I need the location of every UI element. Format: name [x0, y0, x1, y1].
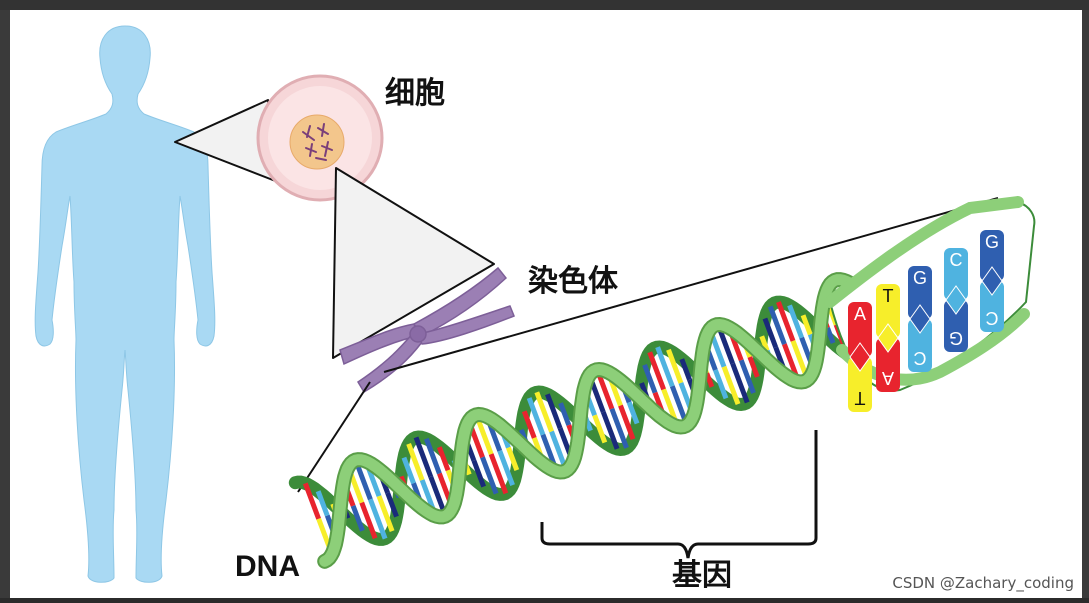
base-pair-half	[368, 498, 388, 540]
base-pair-half	[618, 404, 636, 440]
human-body-figure	[34, 25, 216, 583]
chromosome-illustration	[339, 266, 515, 394]
chevron-right-icon[interactable]: ›	[1028, 257, 1052, 322]
closeup-base-letter: G	[913, 268, 927, 288]
closeup-base-T	[876, 284, 900, 338]
closeup-base-join	[945, 285, 967, 315]
dna-label: DNA	[235, 550, 300, 583]
closeup-base-C	[944, 248, 968, 300]
centromere	[409, 325, 427, 343]
base-pair-half	[376, 495, 395, 533]
closeup-base-letter: T	[855, 388, 866, 408]
base-pair-half	[642, 363, 658, 394]
base-pair-half	[655, 346, 675, 388]
base-pair-half	[506, 446, 520, 471]
base-pair-half	[747, 356, 760, 378]
base-pair-half	[413, 436, 434, 478]
base-pair-half	[762, 317, 779, 349]
closeup-base-letter: G	[985, 232, 999, 252]
base-pair-half	[730, 362, 750, 404]
base-pair-half	[497, 449, 515, 487]
watermark: CSDN @Zachary_coding	[892, 574, 1074, 592]
zoom-line-dna-lower	[297, 381, 371, 493]
base-pair-half	[825, 327, 836, 344]
closeup-base-G	[944, 300, 968, 352]
base-pair-half	[359, 501, 378, 540]
base-pair-half	[609, 407, 629, 449]
base-pair-half	[721, 365, 741, 406]
base-pair-half	[666, 348, 684, 384]
base-pair-half	[480, 456, 499, 495]
base-pair-half	[704, 372, 715, 388]
base-pair-half	[767, 305, 787, 345]
base-pair-half	[647, 351, 666, 391]
base-pair-half	[545, 393, 563, 430]
nucleus-chromosomes	[302, 123, 333, 161]
base-pair-half	[315, 490, 330, 517]
base-pair-half	[406, 443, 425, 481]
base-pair-half	[679, 358, 692, 381]
closeup-base-G	[980, 230, 1004, 281]
base-pair-half	[534, 391, 554, 433]
base-pair-half	[303, 482, 321, 520]
base-pair-half	[592, 414, 608, 444]
base-pair-half	[521, 410, 537, 439]
base-pair-half	[558, 402, 572, 426]
closeup-base-G	[908, 266, 932, 319]
human-silhouette	[34, 25, 216, 583]
gene-label: 基因	[672, 558, 732, 593]
closeup-base-A	[848, 302, 872, 357]
base-pair-half	[713, 369, 729, 400]
closeup-base-A	[876, 338, 900, 392]
right-page-edge	[1082, 10, 1089, 598]
base-pair-half	[424, 437, 442, 475]
base-pair-half	[738, 359, 756, 394]
base-pair-half	[759, 335, 770, 352]
zoom-cone-cell-chromosome	[332, 167, 495, 359]
closeup-base-join	[981, 266, 1003, 296]
cell-illustration	[256, 74, 384, 202]
dna-strand-front-outline	[317, 272, 858, 569]
closeup-base-letter: G	[949, 328, 963, 348]
closeup-base-letter: A	[854, 304, 866, 324]
base-pair-half	[800, 314, 813, 336]
base-pair-half	[776, 301, 796, 342]
base-pair-half	[526, 397, 546, 436]
closeup-base-letter: C	[950, 250, 963, 270]
closeup-base-letter: A	[882, 368, 894, 388]
closeup-base-letter: T	[883, 286, 894, 306]
base-pair-half	[488, 453, 509, 495]
base-pair-half	[626, 401, 640, 425]
closeup-backbone-top	[824, 196, 1024, 308]
zoom-line-dna-upper	[383, 197, 999, 373]
closeup-base-join	[877, 323, 899, 353]
dna-strand-front	[319, 274, 856, 567]
top-bar	[0, 0, 1089, 10]
gene-bracket	[540, 430, 818, 559]
closeup-base-letter: C	[986, 308, 999, 328]
closeup-base-C	[908, 319, 932, 372]
base-pair-half	[436, 446, 451, 472]
dna-double-helix	[288, 272, 881, 569]
base-pair-half	[350, 504, 365, 532]
left-page-edge	[0, 10, 10, 598]
base-pair-half	[787, 304, 804, 339]
cell-label: 细胞	[385, 76, 445, 111]
closeup-base-C	[980, 281, 1004, 332]
base-pair-half	[401, 456, 416, 485]
cell-nucleus	[289, 114, 345, 170]
chromatid-arm-lower-right	[416, 305, 515, 345]
closeup-base-T	[848, 357, 872, 412]
chromosome-label: 染色体	[528, 264, 618, 299]
base-pair-half	[600, 411, 620, 450]
closeup-base-letter: C	[914, 348, 927, 368]
base-pair-half	[385, 492, 399, 518]
base-pair-half	[471, 459, 487, 488]
chromatid-arm-upper-right	[412, 266, 508, 337]
closeup-base-join	[849, 342, 871, 372]
closeup-base-join	[909, 304, 931, 334]
